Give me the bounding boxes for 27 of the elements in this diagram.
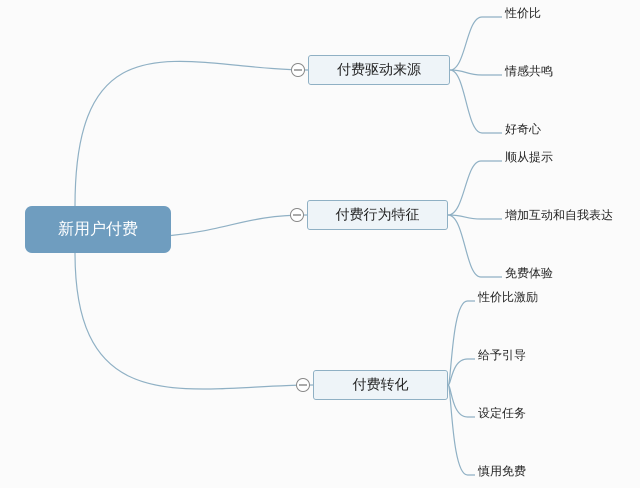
topic-box: 付费转化 [313, 370, 448, 400]
connector-line [447, 300, 475, 386]
connector-line [448, 214, 502, 278]
connector-line [450, 69, 502, 134]
topic-box: 付费驱动来源 [308, 55, 450, 85]
connector-line [447, 384, 475, 476]
connector-line [448, 358, 475, 386]
connector-line [74, 61, 308, 206]
connector-line [450, 69, 502, 76]
connector-line [450, 16, 502, 71]
subtopic-text: 性价比激励 [478, 288, 538, 306]
connector-line [448, 214, 502, 220]
subtopic-text: 顺从提示 [505, 148, 553, 166]
connector-line [448, 160, 502, 216]
connector-line [74, 252, 314, 390]
connector-line [170, 214, 308, 236]
connector-line [448, 384, 475, 418]
central-topic: 新用户付费 [25, 206, 171, 253]
subtopic-text: 增加互动和自我表达 [505, 206, 613, 224]
subtopic-text: 性价比 [505, 4, 541, 22]
subtopic-text: 免费体验 [505, 264, 553, 282]
subtopic-text: 好奇心 [505, 120, 541, 138]
subtopic-text: 设定任务 [478, 404, 526, 422]
topic-box: 付费行为特征 [307, 200, 448, 230]
subtopic-text: 情感共鸣 [505, 62, 553, 80]
subtopic-text: 给予引导 [478, 346, 526, 364]
subtopic-text: 慎用免费 [478, 462, 526, 480]
